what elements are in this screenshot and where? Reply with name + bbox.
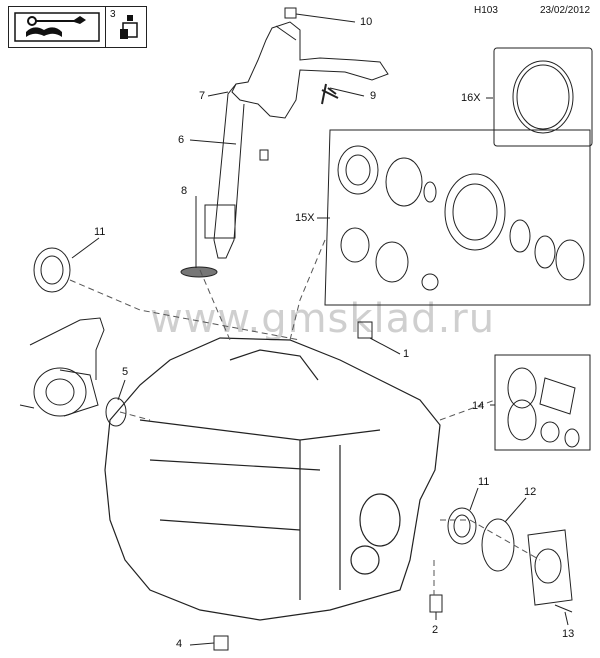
callout-9: 9 [370,90,377,102]
open-book-wrench-icon [14,12,100,42]
callout-13: 13 [562,628,575,640]
watermark: www.gmsklad.ru [150,296,496,342]
callout-11-left: 11 [94,226,106,238]
synchro-kit-panel [494,354,591,451]
leader-lines [71,13,569,646]
callout-15x: 15X [295,212,315,224]
callout-11-right: 11 [478,476,490,488]
diagram-code: H103 [474,5,498,16]
callout-6: 6 [178,134,185,146]
header-box: 3 [8,6,147,48]
callout-2: 2 [432,624,439,636]
callout-12: 12 [524,486,537,498]
tool-cell [9,7,106,47]
seal-left [33,247,71,293]
gear-bearing-panel [324,129,591,306]
callout-1: 1 [403,348,410,360]
callout-7: 7 [199,90,206,102]
right-output-parts [447,507,573,613]
callout-16x: 16X [461,92,481,104]
callout-8: 8 [181,185,188,197]
callout-14: 14 [472,400,485,412]
release-bearing-assembly [19,317,127,427]
callout-4: 4 [176,638,183,650]
synchro-ring-panel [493,47,593,147]
diagram-date: 23/02/2012 [540,5,591,16]
gearshift-shaft-assembly [180,7,389,278]
callout-10: 10 [360,16,373,28]
lubricant-bottle-icon [120,15,138,39]
note-number: 3 [110,9,116,20]
plug-parts [213,321,443,651]
note-cell: 3 [106,7,146,47]
transmission-housing [104,337,441,621]
callout-5: 5 [122,366,129,378]
assembly-lines [69,239,541,595]
